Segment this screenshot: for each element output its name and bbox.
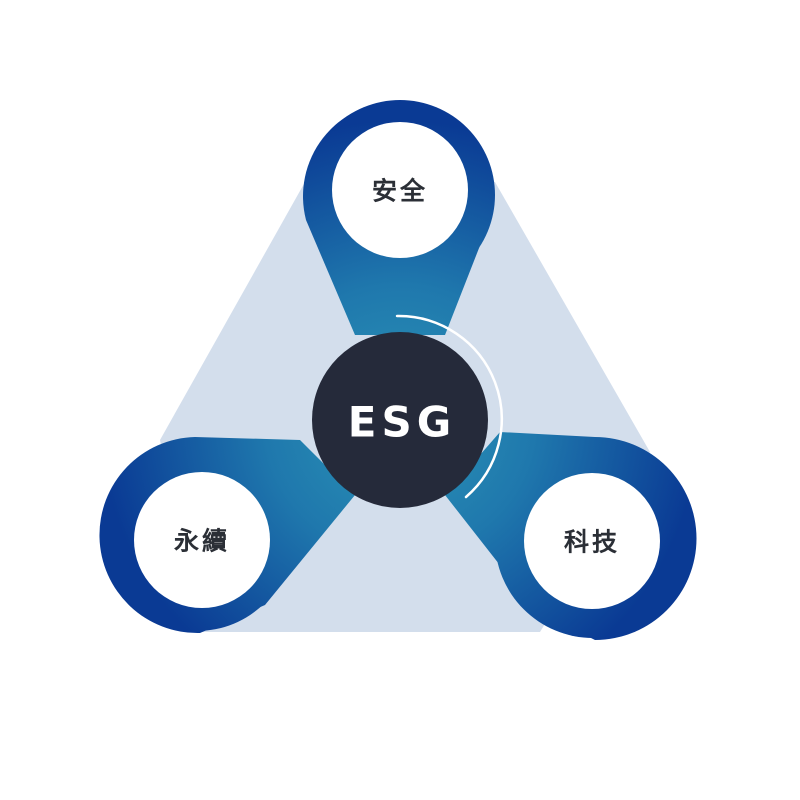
- node-label-right: 科技: [564, 528, 620, 557]
- center-hub: [312, 332, 488, 508]
- node-label-left: 永續: [174, 527, 230, 556]
- hub-arc: [395, 314, 503, 499]
- node-right-circle: [524, 473, 660, 609]
- node-top-circle: [332, 122, 468, 258]
- node-label-top: 安全: [372, 177, 428, 206]
- center-label: ESG: [348, 398, 456, 447]
- node-left-circle: [134, 472, 270, 608]
